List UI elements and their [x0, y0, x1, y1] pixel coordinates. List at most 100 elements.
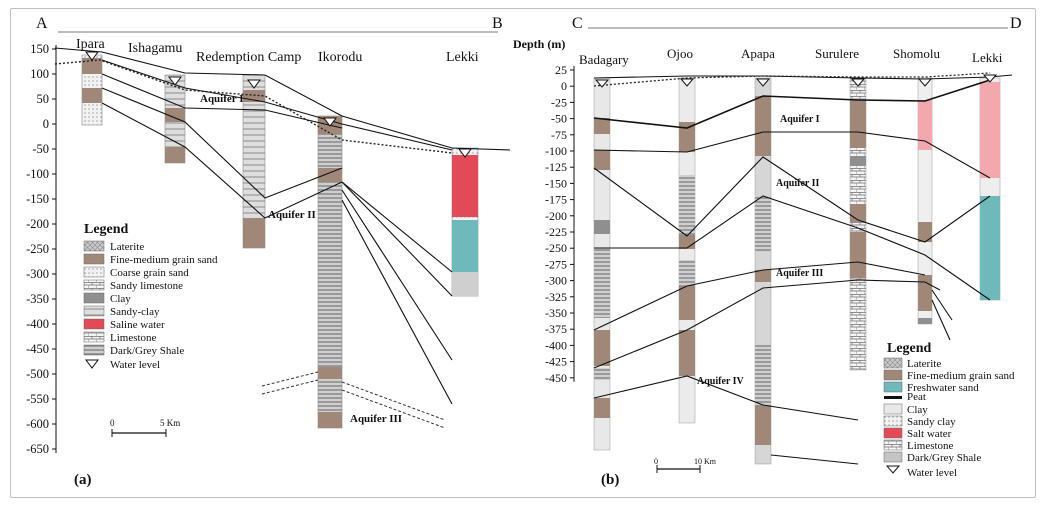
legend-label-fine-medium-sand: Fine-medium grain sand: [110, 254, 218, 266]
y-b-tick-label: 0: [561, 79, 567, 93]
y-a-tick-label: 150: [30, 42, 49, 56]
legend-b-label-freshwater-sand: Freshwater sand: [907, 382, 979, 394]
scale-bar-a: 0 5 Km: [110, 418, 180, 437]
swatch-clay: [83, 292, 105, 304]
legend-label-sandy-clay: Sandy-clay: [110, 306, 160, 318]
y-b-tick-label: -25: [551, 95, 567, 109]
borehole-surulere: [849, 77, 867, 371]
y-a-tick-label: -50: [32, 142, 49, 156]
end-label-a: A: [36, 15, 48, 32]
borehole-ipara: [81, 54, 103, 126]
swatch-dark-grey-shale: [83, 344, 105, 356]
y-a-tick-label: 0: [43, 117, 49, 131]
borehole-ikorodu: [317, 115, 343, 429]
swatch-fine-medium-sand: [83, 253, 105, 265]
y-axis-a: 150100500-50-100-150-200-250-300-350-400…: [26, 42, 57, 456]
swatch-b-laterite: [883, 357, 903, 369]
legend-label-coarse-sand: Coarse grain sand: [110, 267, 189, 279]
legend-b: Legend Laterite Fine-medium grain sand F…: [883, 341, 1015, 479]
water-level-markers-b: [594, 74, 998, 88]
y-b-tick-label: -50: [551, 112, 567, 126]
legend-a: Legend Laterite Fine-medium grain sand C…: [83, 222, 218, 371]
panel-tag-b: (b): [601, 472, 619, 488]
aquifer-label-b-4: Aquifer IV: [697, 376, 745, 387]
y-b-tick-label: -425: [545, 355, 567, 369]
y-b-tick-label: -125: [545, 160, 567, 174]
location-surulere: Surulere: [815, 46, 859, 61]
swatch-sandy-limestone: [83, 279, 105, 291]
location-lekki-b: Lekki: [972, 50, 1003, 65]
water-level-icon: [85, 359, 99, 369]
figure-frame: [10, 8, 1036, 498]
location-redemption-camp: Redemption Camp: [196, 50, 301, 65]
legend-label-dark-grey-shale: Dark/Grey Shale: [110, 345, 184, 357]
y-a-tick-label: 100: [30, 67, 49, 81]
y-b-tick-label: -275: [545, 257, 567, 271]
swatch-b-dark-grey-shale: [883, 451, 903, 463]
aquifer-iii-dashed: [261, 371, 446, 429]
panel-tag-a: (a): [74, 472, 92, 488]
aquifer-label-b-3: Aquifer III: [776, 268, 823, 279]
legend-b-label-dark-grey-shale: Dark/Grey Shale: [907, 452, 981, 464]
legend-b-label-sandy-clay: Sandy clay: [907, 416, 956, 428]
legend-b-label-fine-medium-sand: Fine-medium grain sand: [907, 370, 1015, 382]
legend-b-label-clay: Clay: [907, 404, 928, 416]
swatch-b-clay: [883, 403, 903, 415]
borehole-redemption-camp: [242, 74, 266, 249]
y-a-tick-label: -500: [26, 367, 49, 381]
y-b-tick-label: -375: [545, 322, 567, 336]
swatch-b-fine-medium-sand: [883, 369, 903, 381]
y-a-tick-label: -550: [26, 392, 49, 406]
y-b-tick-label: -150: [545, 176, 567, 190]
legend-label-water-level: Water level: [110, 359, 160, 371]
aquifer-label-a-3: Aquifer III: [350, 413, 402, 425]
aquifer-label-a-1: Aquifer I: [200, 93, 244, 105]
location-ojoo: Ojoo: [667, 46, 693, 61]
y-b-tick-label: -225: [545, 225, 567, 239]
borehole-badagary: [593, 77, 611, 451]
borehole-ojoo: [678, 77, 696, 424]
location-apapa: Apapa: [741, 46, 775, 61]
location-lekki-a: Lekki: [446, 50, 479, 65]
correlation-lines-a: [54, 47, 511, 405]
scale-label-b: 10 Km: [694, 457, 717, 466]
borehole-shomolu: [917, 77, 933, 325]
swatch-b-limestone: [883, 439, 903, 451]
y-b-tick-label: -350: [545, 306, 567, 320]
swatch-limestone: [83, 331, 105, 343]
scale-zero-b: 0: [654, 457, 658, 466]
aquifer-label-b-1: Aquifer I: [780, 114, 820, 125]
swatch-laterite: [83, 240, 105, 252]
borehole-ishagamu: [164, 74, 186, 164]
y-b-tick-label: -200: [545, 209, 567, 223]
legend-b-label-limestone: Limestone: [907, 440, 954, 452]
panel-b: C D Depth (m) 250-25-50-75-100-125-150-1…: [513, 15, 1022, 488]
y-b-tick-label: -175: [545, 193, 567, 207]
y-a-tick-label: -300: [26, 267, 49, 281]
end-label-d: D: [1010, 15, 1022, 32]
y-a-tick-label: -450: [26, 342, 49, 356]
legend-b-label-laterite: Laterite: [907, 358, 941, 370]
swatch-b-sandy-clay: [883, 415, 903, 427]
location-ikorodu: Ikorodu: [318, 50, 362, 65]
y-a-tick-label: -100: [26, 167, 49, 181]
legend-title-b: Legend: [887, 341, 932, 356]
location-ishagamu: Ishagamu: [128, 41, 182, 56]
aquifer-label-a-2: Aquifer II: [268, 209, 316, 221]
swatch-sandy-clay: [83, 305, 105, 317]
y-b-tick-label: -75: [551, 128, 567, 142]
legend-b-label-water-level: Water level: [907, 467, 957, 479]
water-table-a: [54, 59, 453, 154]
legend-b-label-peat: Peat: [907, 391, 926, 403]
scale-bar-b: 0 10 Km: [654, 457, 717, 473]
end-label-c: C: [572, 15, 583, 32]
swatch-b-peat: [884, 396, 902, 399]
location-badagary: Badagary: [579, 52, 629, 67]
y-b-tick-label: 25: [555, 63, 567, 77]
water-level-markers-a: [85, 51, 472, 158]
swatch-b-freshwater-sand: [883, 381, 903, 393]
y-b-tick-label: -450: [545, 371, 567, 385]
aquifer-label-b-2: Aquifer II: [776, 178, 820, 189]
location-ipara: Ipara: [76, 37, 106, 52]
